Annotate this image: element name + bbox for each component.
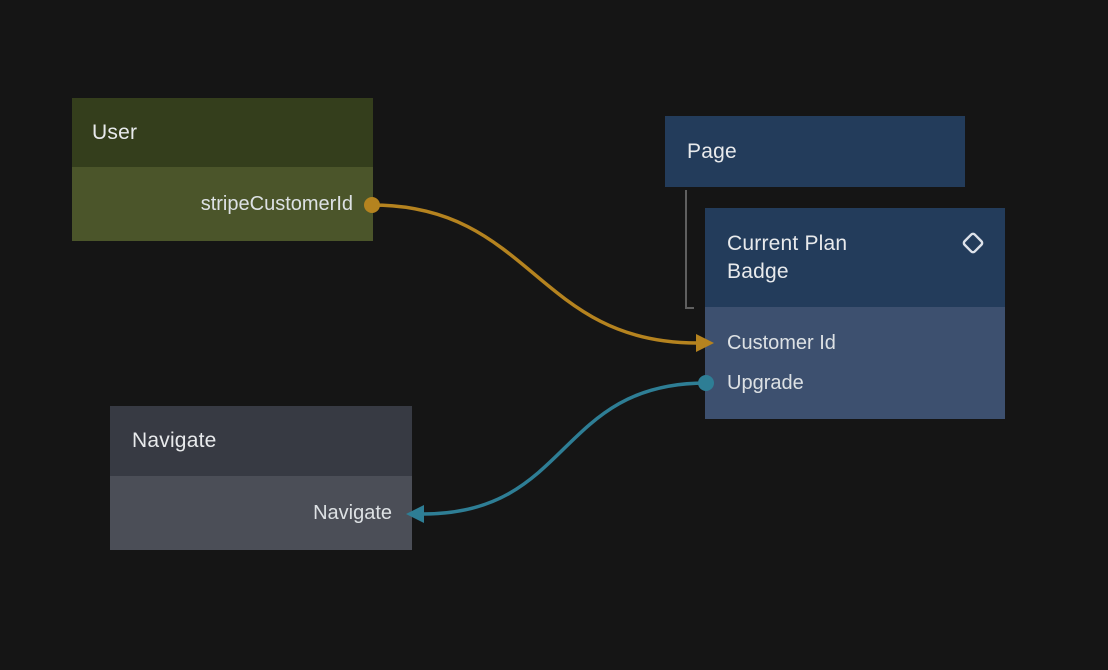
node-current-plan-badge-title: Current Plan Badge xyxy=(727,231,848,283)
node-user-title: User xyxy=(92,120,138,144)
node-user-body: stripeCustomerId xyxy=(72,167,373,241)
node-user[interactable]: User stripeCustomerId xyxy=(72,98,373,241)
node-current-plan-badge-header[interactable]: Current Plan Badge xyxy=(705,208,1005,307)
node-navigate-body: Navigate xyxy=(110,476,412,550)
node-navigate-title: Navigate xyxy=(132,429,217,452)
edge-stripe-customer-id-to-customer-id[interactable] xyxy=(371,203,698,345)
diamond-icon xyxy=(962,232,984,254)
edge-upgrade-to-navigate[interactable] xyxy=(422,381,707,516)
node-navigate-header[interactable]: Navigate xyxy=(110,406,412,476)
node-current-plan-badge-body: Customer Id Upgrade xyxy=(705,307,1005,419)
page-child-tree-connector xyxy=(685,190,694,309)
field-upgrade[interactable]: Upgrade xyxy=(705,363,1005,403)
node-page[interactable]: Page xyxy=(665,116,965,187)
field-navigate-label: Navigate xyxy=(313,501,392,524)
node-navigate[interactable]: Navigate Navigate xyxy=(110,406,412,550)
node-page-header[interactable]: Page xyxy=(665,116,965,187)
field-stripe-customer-id[interactable]: stripeCustomerId xyxy=(72,193,373,216)
node-user-header[interactable]: User xyxy=(72,98,373,167)
field-customer-id[interactable]: Customer Id xyxy=(705,323,1005,363)
field-customer-id-label: Customer Id xyxy=(727,331,836,354)
field-navigate[interactable]: Navigate xyxy=(110,502,412,525)
node-page-title: Page xyxy=(687,139,737,163)
node-current-plan-badge[interactable]: Current Plan Badge Customer Id Upgrade xyxy=(705,208,1005,419)
field-stripe-customer-id-label: stripeCustomerId xyxy=(200,192,353,215)
field-upgrade-label: Upgrade xyxy=(727,371,804,394)
